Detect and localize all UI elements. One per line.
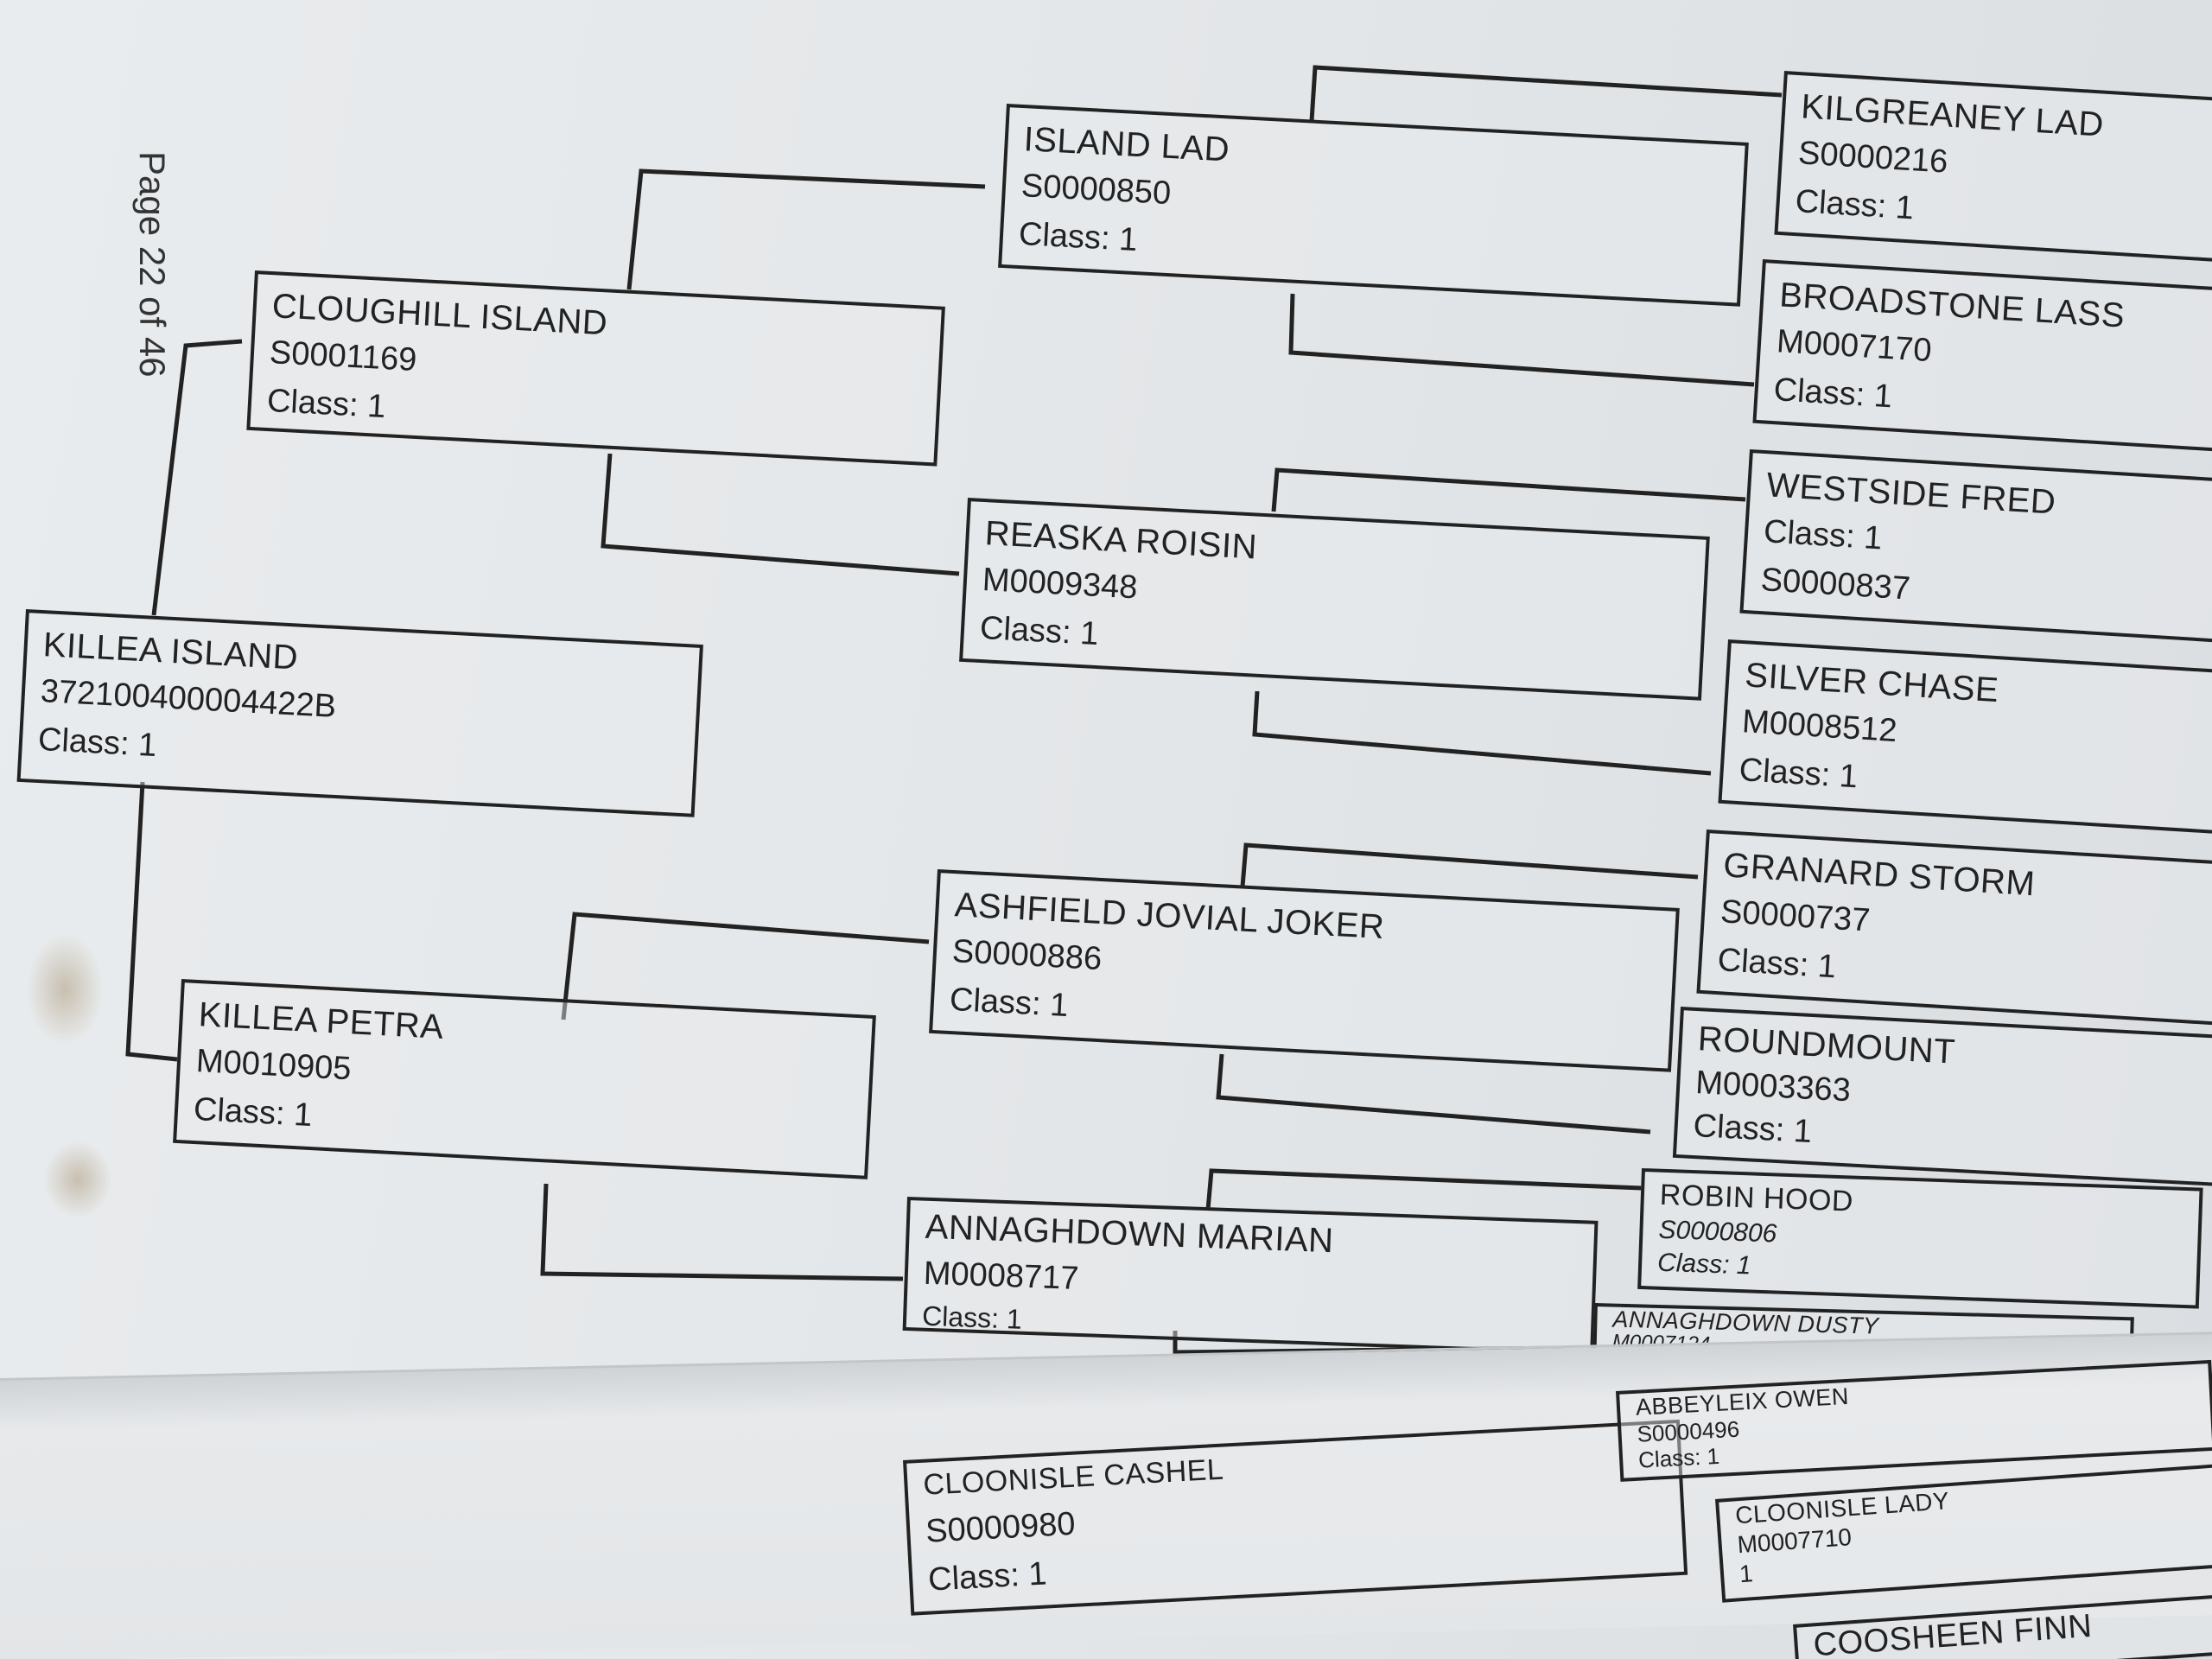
dam-sire-card: ASHFIELD JOVIAL JOKER S0000886 Class: 1 [929,869,1680,1072]
sire-dam-card: REASKA ROISIN M0009348 Class: 1 [959,498,1710,701]
g3-card-3: WESTSIDE FRED Class: 1 S0000837 [1739,449,2212,645]
g3-card-2: BROADSTONE LASS M0007170 Class: 1 [1752,259,2212,454]
sire-sire-card: ISLAND LAD S0000850 Class: 1 [998,104,1749,307]
connector-dam-dd [540,1183,904,1281]
connector-sire-ss [626,168,986,290]
connector-sd-g3b [1252,690,1712,776]
connector-subject-dam [125,781,178,1062]
g3-card-7: ROBIN HOOD S0000806 Class: 1 [1637,1168,2203,1309]
g3-card-4: SILVER CHASE M0008512 Class: 1 [1718,639,2212,836]
connector-sd-g3a [1271,467,1746,512]
stain [26,933,104,1046]
sire-card: CLOUGHILL ISLAND S0001169 Class: 1 [246,270,945,467]
dam-card: KILLEA PETRA M0010905 Class: 1 [173,979,876,1179]
connector-subject-sire [151,339,243,616]
connector-ss-g3b [1288,293,1755,387]
stain [43,1141,112,1218]
subject-card: KILLEA ISLAND 372100400004422B Class: 1 [16,609,703,817]
g3-card-1: KILGREANEY LAD S0000216 Class: 1 [1774,71,2212,264]
page-number: Page 22 of 46 [132,151,173,378]
dam-dam-card: ANNAGHDOWN MARIAN M0008717 Class: 1 [902,1197,1599,1355]
connector-ss-g3a [1309,65,1783,122]
connector-dd-g3a [1205,1168,1643,1211]
g3-card-6: ROUNDMOUNT M0003363 Class: 1 [1672,1007,2212,1188]
connector-sire-sd [601,453,960,576]
connector-ds-g3a [1240,842,1699,887]
g3-card-5: GRANARD STORM S0000737 Class: 1 [1696,830,2212,1027]
